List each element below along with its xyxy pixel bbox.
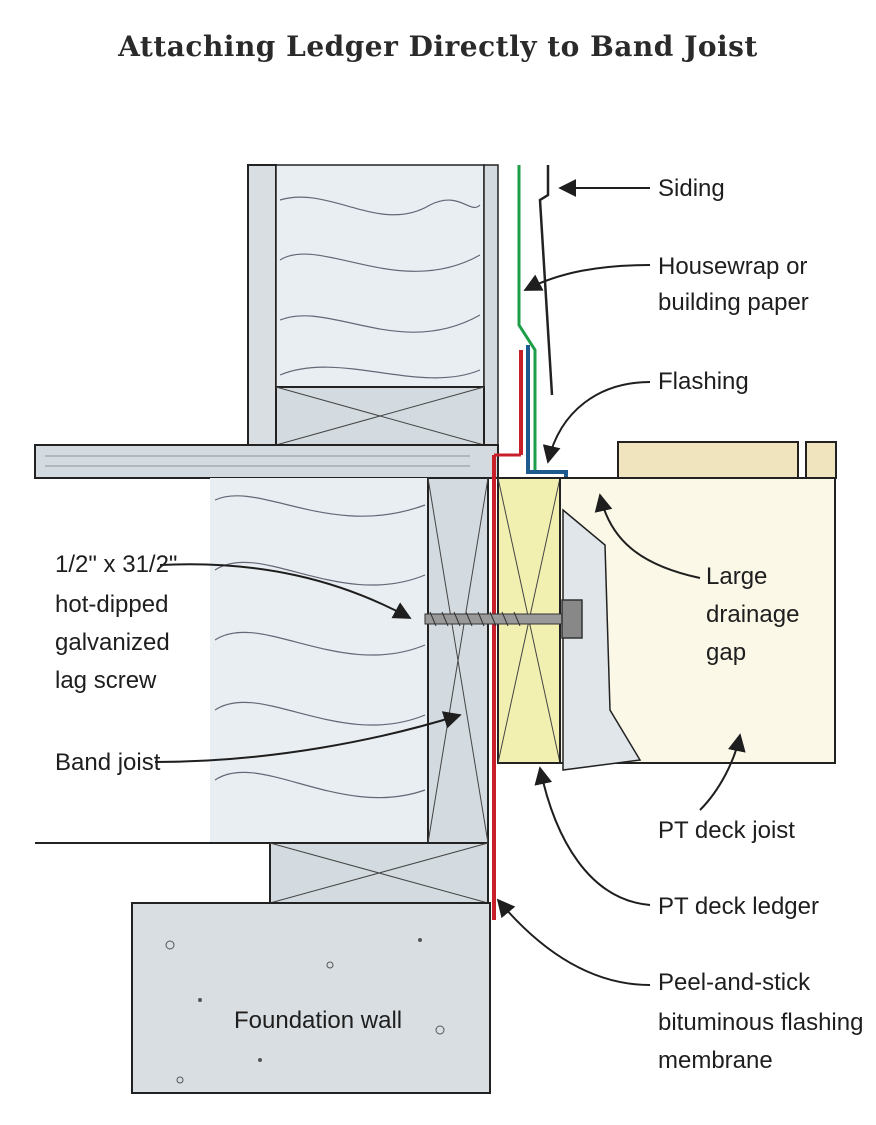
diagram-title: Attaching Ledger Directly to Band Joist	[118, 30, 758, 63]
label-drainage-line2: drainage	[706, 601, 799, 628]
housewrap	[517, 165, 537, 470]
label-siding: Siding	[658, 175, 725, 202]
label-band-joist: Band joist	[55, 749, 161, 776]
label-drainage-line3: gap	[706, 639, 746, 666]
subfloor	[34, 444, 499, 479]
floor-insulation	[35, 478, 428, 844]
pt-deck-joist	[559, 477, 836, 771]
band-joist	[427, 477, 489, 844]
label-pt-ledger: PT deck ledger	[658, 893, 819, 920]
label-lag-line2: galvanized	[55, 629, 170, 656]
label-membrane-line1: Peel-and-stick	[658, 969, 811, 996]
sill-plate	[269, 842, 489, 904]
label-housewrap-line1: Housewrap or	[658, 253, 807, 280]
label-housewrap-line2: building paper	[658, 289, 809, 316]
label-flashing: Flashing	[658, 368, 749, 395]
label-lag-line3: lag screw	[55, 667, 157, 694]
label-membrane-line3: membrane	[658, 1047, 773, 1074]
label-drainage-line1: Large	[706, 563, 767, 590]
siding	[538, 165, 554, 396]
label-lag-line1: hot-dipped	[55, 591, 168, 618]
label-membrane-line2: bituminous flashing	[658, 1009, 863, 1036]
label-pt-joist: PT deck joist	[658, 817, 795, 844]
foundation-wall	[131, 902, 491, 1094]
lag-screw	[424, 599, 583, 639]
label-lag-size: 1/2" x 31/2"	[55, 551, 177, 578]
decking	[617, 441, 837, 479]
leader-lines	[154, 179, 746, 986]
upper-wall	[247, 164, 499, 446]
label-foundation: Foundation wall	[234, 1007, 402, 1034]
